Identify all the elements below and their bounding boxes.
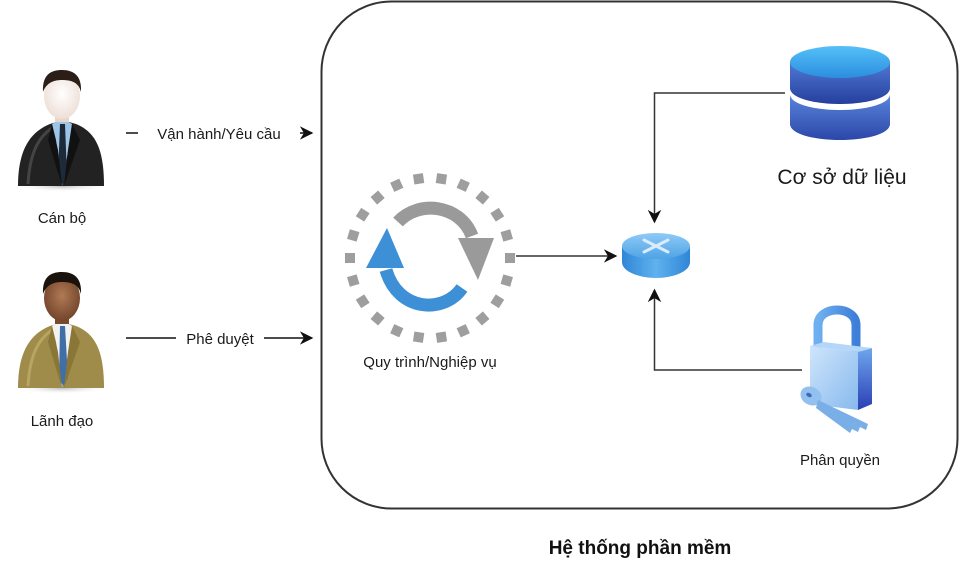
cycle-arrows-icon	[345, 173, 515, 343]
lock-key-icon	[800, 305, 872, 433]
blue-cycle-arrow	[379, 267, 468, 312]
database-to-router-arrow	[647, 92, 785, 224]
dash-square	[390, 178, 404, 192]
database-icon	[790, 46, 890, 140]
software-system-container	[320, 0, 959, 510]
leader-label: Lãnh đạo	[31, 413, 94, 430]
dash-square	[500, 274, 513, 287]
router-icon	[622, 233, 690, 278]
dash-square	[347, 274, 360, 287]
dash-square	[475, 190, 490, 205]
dash-square	[355, 207, 370, 222]
permission-label: Phân quyền	[800, 452, 880, 469]
process-label: Quy trình/Nghiệp vụ	[363, 354, 496, 371]
officer-avatar-icon	[14, 70, 110, 192]
dash-square	[347, 229, 360, 242]
dash-square	[435, 173, 448, 185]
dash-square	[370, 311, 385, 326]
dash-square	[475, 311, 490, 326]
dash-square	[490, 207, 505, 222]
dash-square	[390, 324, 404, 338]
permission-to-router-arrow	[647, 288, 802, 371]
gray-cycle-arrow	[393, 201, 479, 239]
dash-square	[345, 253, 355, 263]
database-label: Cơ sở dữ liệu	[777, 166, 906, 189]
blue-arrowhead	[366, 228, 404, 268]
dash-square	[370, 190, 385, 205]
dash-square	[412, 331, 425, 343]
officer-label: Cán bộ	[38, 210, 86, 227]
dash-square	[490, 294, 505, 309]
dash-square	[355, 294, 370, 309]
dash-square	[412, 173, 425, 185]
dash-square	[505, 253, 515, 263]
approve-label: Phê duyệt	[186, 331, 254, 348]
operate-request-label: Vận hành/Yêu cầu	[157, 126, 280, 143]
leader-avatar-icon	[14, 272, 110, 394]
dash-square	[500, 229, 513, 242]
dash-square	[456, 324, 470, 338]
dash-square	[435, 331, 448, 343]
dash-square	[456, 178, 470, 192]
gray-arrowhead	[458, 238, 494, 280]
software-system-title: Hệ thống phần mềm	[549, 538, 732, 559]
